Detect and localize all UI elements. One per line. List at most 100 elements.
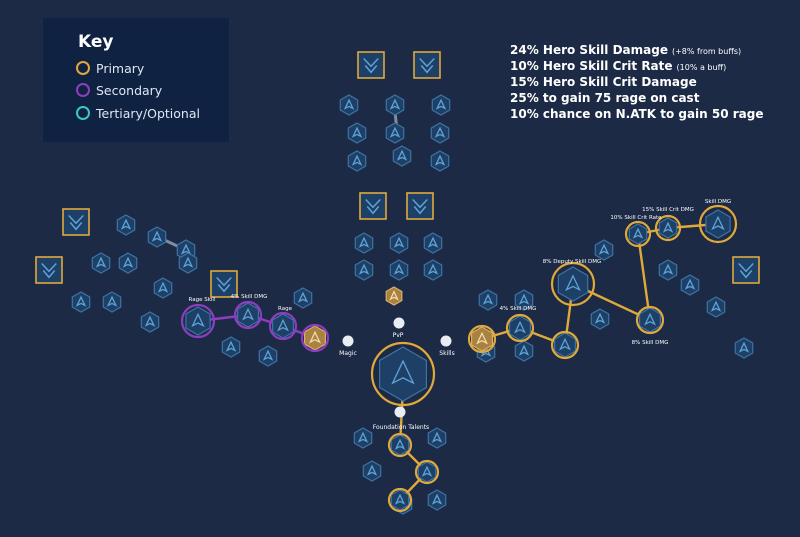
major-talent-node[interactable] (357, 51, 385, 79)
talent-glyph-icon (122, 256, 134, 268)
branch-icon[interactable] (394, 406, 406, 418)
major-talent-node[interactable] (62, 208, 90, 236)
talent-node[interactable] (385, 286, 403, 306)
talent-node[interactable] (514, 289, 534, 311)
talent-node[interactable] (430, 150, 450, 172)
talent-node[interactable] (478, 289, 498, 311)
hex-frame-icon (430, 122, 450, 144)
talent-node[interactable] (362, 460, 382, 482)
talent-node[interactable] (706, 296, 726, 318)
stat-line: 10% Hero Skill Crit Rate(10% a buff) (510, 58, 764, 74)
square-frame-icon (357, 51, 385, 79)
talent-node[interactable] (658, 259, 678, 281)
talent-node[interactable] (118, 252, 138, 274)
major-talent-node[interactable] (406, 192, 434, 220)
hex-frame-icon (354, 259, 374, 281)
talent-node[interactable] (594, 239, 614, 261)
major-talent-node[interactable] (210, 270, 238, 298)
hex-frame-icon (680, 274, 700, 296)
hex-frame-icon (389, 259, 409, 281)
talent-node[interactable] (389, 232, 409, 254)
talent-node[interactable] (514, 340, 534, 362)
hex-frame-icon (594, 239, 614, 261)
talent-node[interactable] (590, 308, 610, 330)
highlight-ring (505, 313, 535, 343)
talent-glyph-icon (393, 263, 405, 275)
talent-node[interactable] (705, 209, 731, 239)
talent-node[interactable] (347, 122, 367, 144)
talent-glyph-icon (242, 307, 254, 321)
talent-node[interactable] (258, 345, 278, 367)
talent-node[interactable] (385, 94, 405, 116)
talent-glyph-icon (662, 221, 674, 233)
node-label: 10% Skill Crit Rate (610, 215, 662, 221)
talent-glyph-icon (435, 98, 447, 110)
major-talent-node[interactable] (732, 256, 760, 284)
talent-node[interactable] (471, 326, 493, 352)
talent-node[interactable] (423, 259, 443, 281)
talent-node[interactable] (304, 325, 326, 351)
talent-node[interactable] (557, 266, 589, 302)
talent-node[interactable] (116, 214, 136, 236)
talent-node[interactable] (553, 332, 577, 358)
talent-node[interactable] (658, 217, 678, 239)
talent-node[interactable] (153, 277, 173, 299)
node-label: 8% Skill DMG (632, 340, 669, 346)
hex-frame-icon (71, 291, 91, 313)
talent-node[interactable] (71, 291, 91, 313)
talent-node[interactable] (147, 226, 167, 248)
hex-frame-icon (354, 232, 374, 254)
branch-icon[interactable] (393, 317, 405, 329)
talent-node[interactable] (734, 337, 754, 359)
talent-node[interactable] (638, 307, 662, 333)
talent-node[interactable] (102, 291, 122, 313)
talent-node[interactable] (389, 259, 409, 281)
talent-glyph-icon (514, 320, 526, 334)
talent-node[interactable] (509, 315, 532, 341)
talent-node[interactable] (221, 336, 241, 358)
talent-node[interactable] (417, 461, 437, 483)
talent-node[interactable] (178, 252, 198, 274)
hex-frame-icon (706, 296, 726, 318)
talent-node[interactable] (390, 489, 410, 511)
talent-node[interactable] (628, 223, 648, 245)
major-talent-node[interactable] (35, 256, 63, 284)
talent-node[interactable] (354, 232, 374, 254)
talent-node[interactable] (392, 145, 412, 167)
talent-node[interactable] (272, 313, 294, 339)
talent-node[interactable] (427, 489, 447, 511)
talent-node[interactable] (379, 346, 427, 402)
talent-node[interactable] (430, 122, 450, 144)
talent-node[interactable] (431, 94, 451, 116)
talent-node[interactable] (91, 252, 111, 274)
node-label: Foundation Talents (373, 424, 429, 431)
talent-glyph-icon (75, 295, 87, 307)
hex-frame-icon (423, 232, 443, 254)
talent-node[interactable] (339, 94, 359, 116)
talent-node[interactable] (140, 311, 160, 333)
branch-icon[interactable] (440, 335, 452, 347)
talent-glyph-icon (738, 341, 750, 353)
talent-node[interactable] (237, 302, 259, 328)
hex-frame-icon (514, 289, 534, 311)
talent-node[interactable] (427, 427, 447, 449)
stat-note: (10% a buff) (676, 63, 727, 72)
branch-icon[interactable] (342, 335, 354, 347)
talent-node[interactable] (680, 274, 700, 296)
talent-node[interactable] (347, 150, 367, 172)
talent-glyph-icon (393, 236, 405, 248)
talent-node[interactable] (423, 232, 443, 254)
talent-node[interactable] (293, 287, 313, 309)
major-talent-node[interactable] (359, 192, 387, 220)
major-talent-node[interactable] (413, 51, 441, 79)
node-label: Skills (439, 350, 454, 357)
talent-node[interactable] (385, 122, 405, 144)
square-frame-icon (413, 51, 441, 79)
talent-node[interactable] (353, 427, 373, 449)
talent-node[interactable] (185, 306, 211, 336)
talent-node[interactable] (354, 259, 374, 281)
talent-node[interactable] (390, 434, 410, 456)
square-frame-icon (732, 256, 760, 284)
talent-glyph-icon (157, 281, 169, 293)
